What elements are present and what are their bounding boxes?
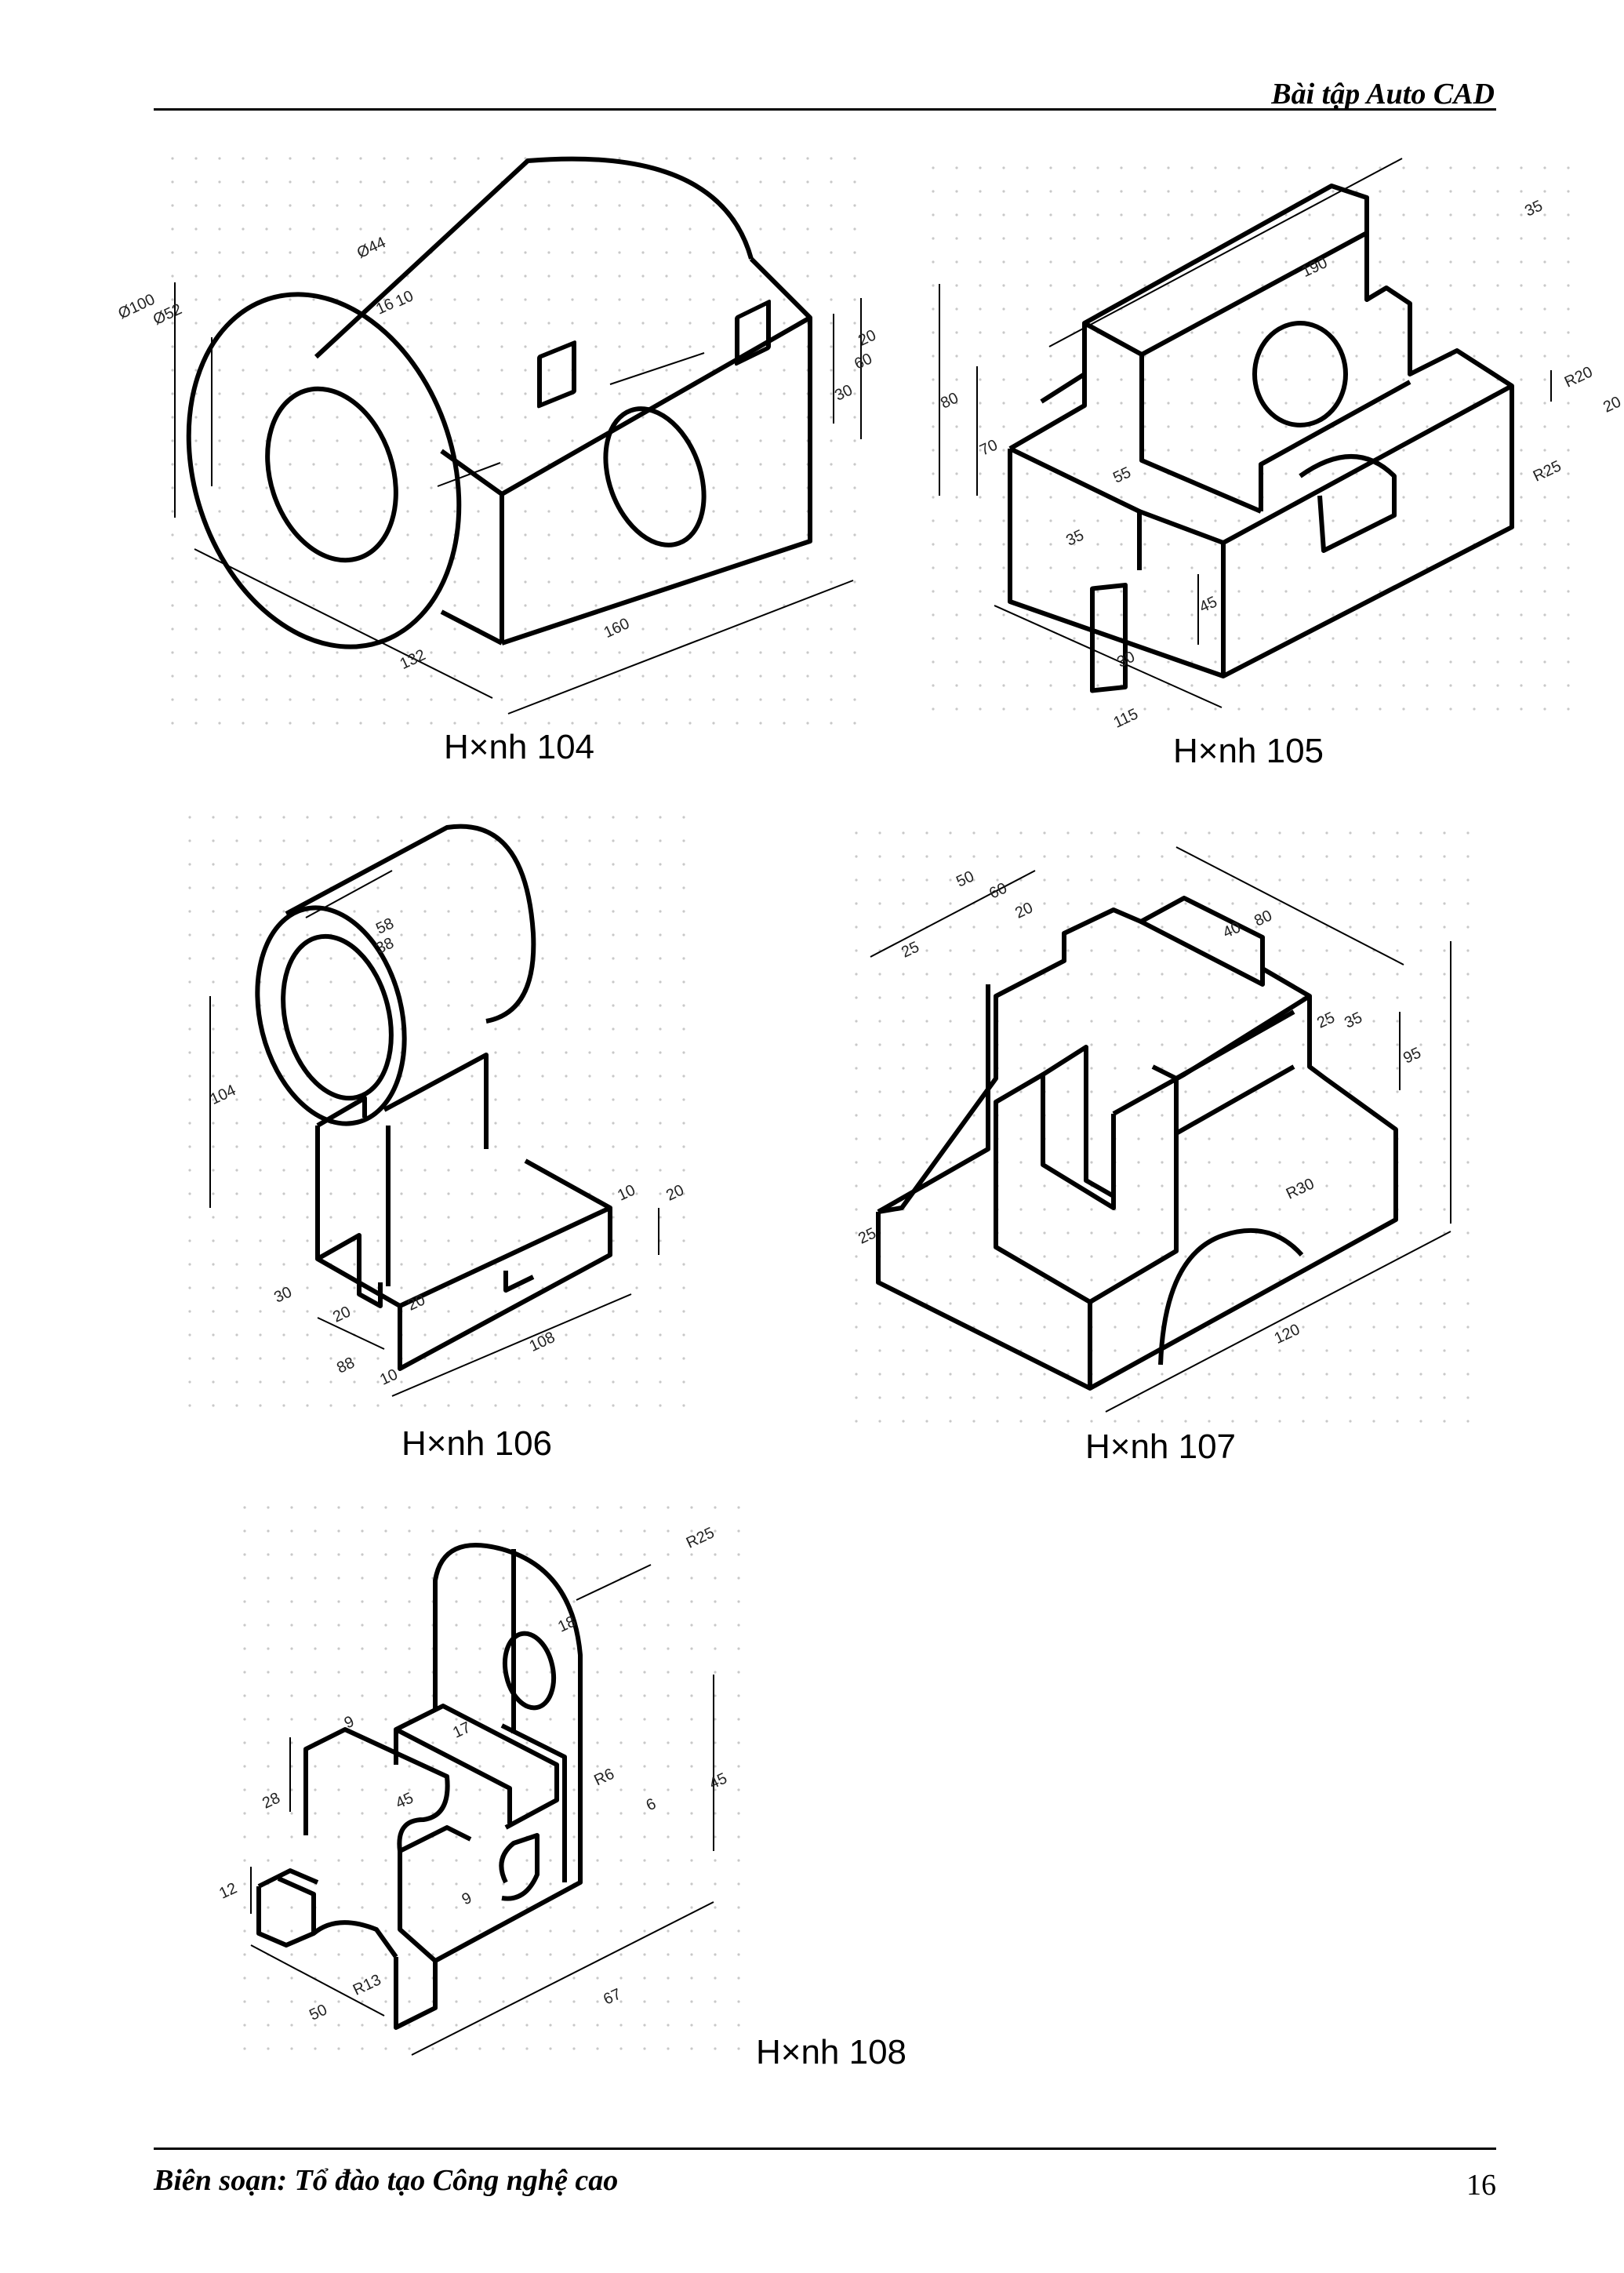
figure-106-caption: H×nh 106 — [401, 1424, 553, 1463]
figure-104-drawing — [171, 156, 877, 729]
figure-104-caption: H×nh 104 — [443, 728, 595, 766]
figure-104-dimension: Ø100 — [115, 290, 158, 323]
figure-108-dimension: 12 — [216, 1879, 240, 1903]
figure-107-caption: H×nh 107 — [1084, 1427, 1237, 1466]
figure-105-dimension: 20 — [1600, 393, 1624, 416]
footer-author: Biên soạn: Tổ đào tạo Công nghệ cao — [154, 2164, 619, 2197]
figure-106-drawing — [188, 816, 698, 1412]
figure-107-drawing — [855, 831, 1482, 1427]
header-rule — [154, 108, 1496, 111]
footer-rule — [154, 2148, 1496, 2150]
page-number: 16 — [1466, 2169, 1496, 2202]
running-head: Bài tập Auto CAD — [1271, 78, 1495, 111]
figure-108-caption: H×nh 108 — [755, 2033, 907, 2071]
figure-105-drawing — [932, 158, 1575, 731]
figure-105-caption: H×nh 105 — [1172, 732, 1324, 770]
figure-108-drawing — [243, 1506, 745, 2071]
